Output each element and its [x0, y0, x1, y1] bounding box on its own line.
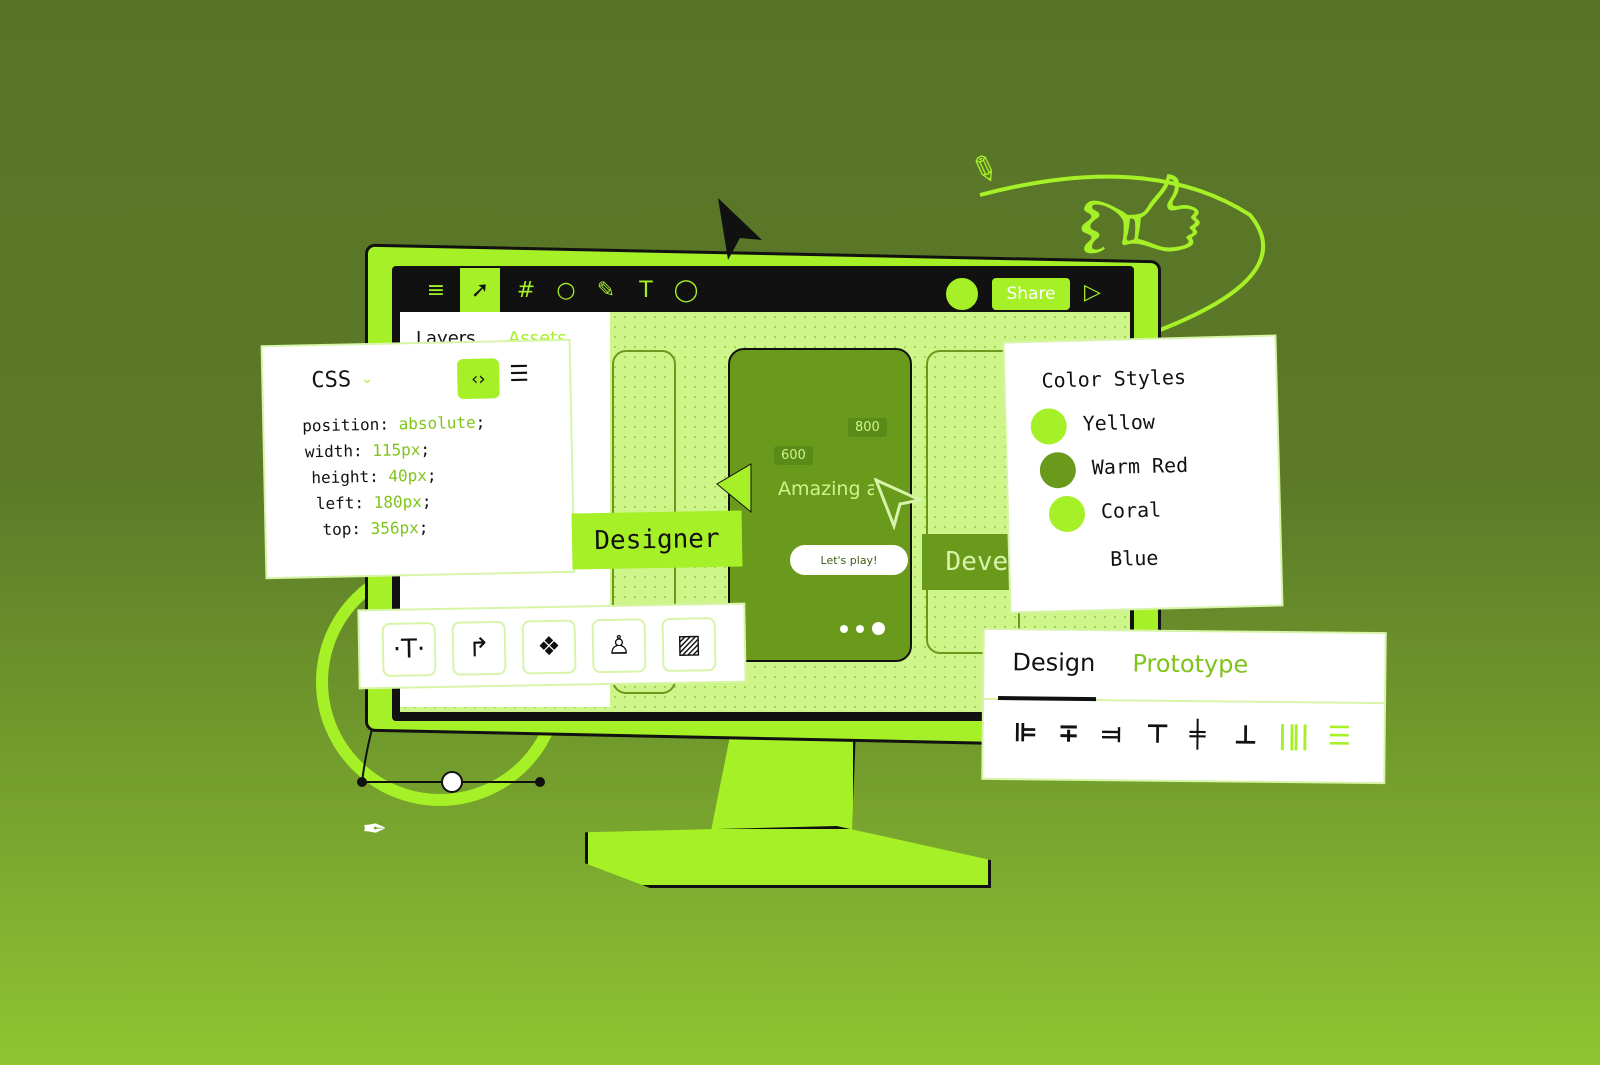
designer-label: Designer — [571, 510, 743, 570]
align-right-icon[interactable]: ⫤ — [1101, 719, 1122, 750]
thumbs-up-icon: 👍︎ — [1078, 153, 1204, 292]
present-play-icon[interactable]: ▷ — [1084, 280, 1101, 305]
properties-panel: Design Prototype ⊫ ∓ ⫤ ⊤ ╪ ⊥ |‖| ☰ — [983, 629, 1385, 783]
distribute-vertical-icon[interactable]: ☰ — [1327, 721, 1352, 752]
text-icon[interactable]: T — [639, 277, 653, 303]
align-left-icon[interactable]: ⊫ — [1013, 718, 1038, 749]
text-tool-icon[interactable]: ·T· — [381, 622, 437, 677]
chevron-down-icon[interactable]: ⌄ — [361, 370, 374, 388]
width-tag: 600 — [774, 446, 813, 465]
align-bottom-icon[interactable]: ⊥ — [1233, 720, 1258, 751]
insert-toolbar: ·T· ↱ ❖ ♙ ▨ — [359, 604, 745, 688]
developer-cursor-icon — [873, 478, 922, 530]
code-line: position: absolute; — [302, 412, 486, 436]
swatch-yellow[interactable] — [1030, 407, 1068, 445]
swatch-label[interactable]: Coral — [1100, 497, 1162, 524]
swatch-label[interactable]: Yellow — [1082, 409, 1156, 436]
ellipse-icon[interactable]: ○ — [556, 277, 576, 303]
code-line: left: 180px; — [315, 491, 432, 514]
page-dot-active — [872, 622, 885, 635]
page-dot — [840, 625, 848, 633]
align-top-icon[interactable]: ⊤ — [1145, 719, 1170, 750]
pen-nib-icon: ✒ — [362, 812, 388, 847]
distribute-horizontal-icon[interactable]: |‖| — [1277, 720, 1310, 752]
monitor-stand-base — [585, 826, 991, 888]
menu-icon[interactable]: ≡ — [426, 277, 446, 303]
frame-icon[interactable]: # — [516, 277, 536, 303]
list-view-icon[interactable]: ☰ — [508, 361, 530, 388]
image-icon[interactable]: ▨ — [661, 617, 717, 673]
page-dot — [856, 625, 864, 633]
code-line: width: 115px; — [304, 439, 431, 462]
phone-frame[interactable] — [728, 348, 912, 662]
mouse-cursor-icon — [718, 198, 762, 260]
color-styles-panel: Color Styles Yellow Warm Red Coral Blue — [1004, 336, 1282, 612]
select-icon[interactable]: ➚ — [460, 268, 500, 312]
component-icon[interactable]: ❖ — [521, 619, 577, 675]
tab-design[interactable]: Design — [1012, 648, 1096, 678]
pen-tool-icon[interactable]: ✎ — [596, 277, 616, 303]
code-view-button[interactable]: ‹› — [456, 358, 500, 400]
lets-play-button[interactable]: Let's play! — [790, 545, 908, 575]
designer-cursor-icon — [716, 463, 752, 514]
tab-prototype[interactable]: Prototype — [1132, 649, 1249, 679]
css-title[interactable]: CSS — [311, 367, 352, 394]
align-middle-icon[interactable]: ╪ — [1189, 720, 1206, 751]
height-tag: 800 — [848, 418, 887, 437]
avatar[interactable] — [944, 276, 980, 312]
stamp-icon[interactable]: ♙ — [591, 618, 647, 674]
code-line: top: 356px; — [322, 517, 429, 540]
active-tab-indicator — [998, 696, 1097, 702]
code-line: height: 40px; — [311, 465, 437, 488]
app-title: Amazing app — [778, 478, 874, 500]
swatch-coral[interactable] — [1048, 495, 1086, 533]
swatch-label[interactable]: Warm Red — [1091, 452, 1189, 480]
comment-icon[interactable]: ◯ — [673, 277, 699, 303]
swatch-warm-red[interactable] — [1039, 451, 1077, 489]
connector-icon[interactable]: ↱ — [451, 620, 507, 676]
color-styles-title: Color Styles — [1041, 364, 1187, 393]
swatch-label[interactable]: Blue — [1109, 545, 1159, 571]
share-button[interactable]: Share — [992, 278, 1070, 310]
align-center-icon[interactable]: ∓ — [1057, 718, 1080, 749]
css-panel: CSS ⌄ ‹› ☰ position: absolute; width: 11… — [262, 340, 574, 578]
